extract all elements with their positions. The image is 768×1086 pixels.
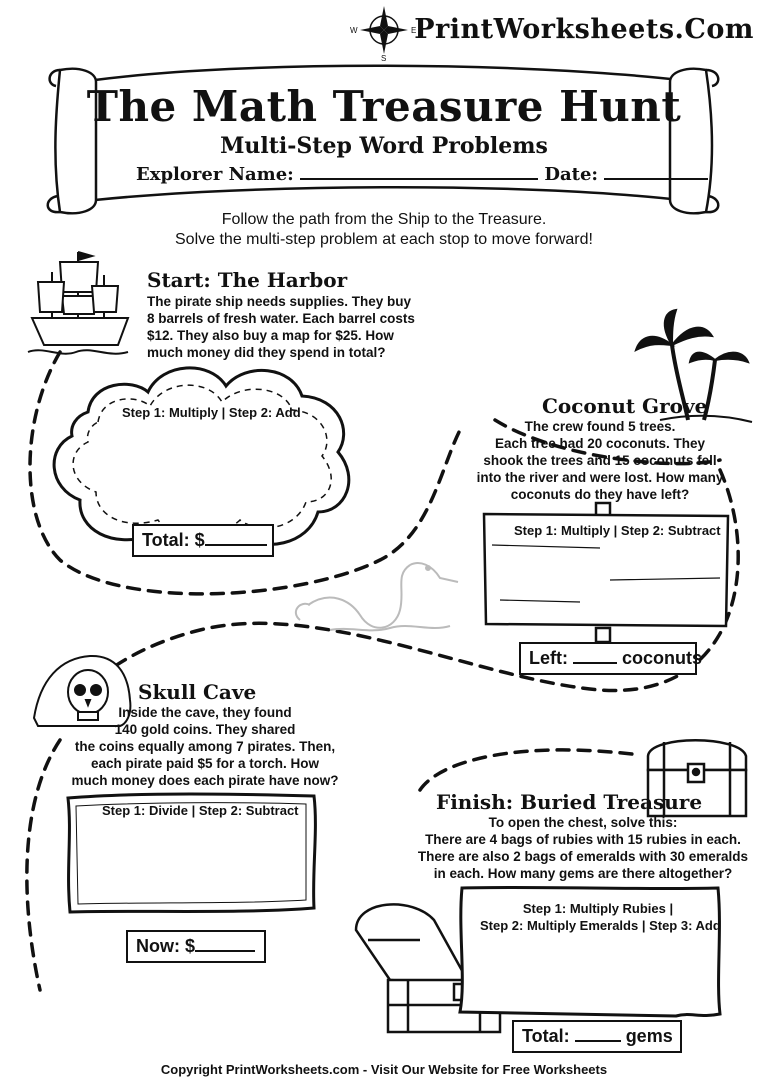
site-logo: PrintWorksheets.Com	[414, 14, 754, 45]
coconut-problem-line: into the river and were lost. How many	[476, 470, 724, 485]
harbor-problem-line: $12. They also buy a map for $25. How	[147, 328, 394, 343]
date-label: Date:	[544, 164, 599, 185]
finish-problem-line: There are 4 bags of rubies with 15 rubie…	[425, 832, 741, 847]
closed-chest-icon	[646, 739, 748, 818]
skull-problem-line: much money does each pirate have now?	[71, 773, 339, 788]
date-field[interactable]	[604, 164, 709, 180]
finish-problem: To open the chest, solve this: There are…	[410, 814, 756, 882]
explorer-name-label: Explorer Name:	[136, 164, 294, 185]
compass-e-label: E	[411, 26, 417, 35]
finish-answer-unit: gems	[625, 1026, 673, 1046]
page-title: The Math Treasure Hunt	[86, 82, 682, 131]
explorer-row: Explorer Name: Date:	[136, 164, 709, 185]
harbor-answer-label: Total: $	[142, 530, 205, 550]
instructions-line-2: Solve the multi-step problem at each sto…	[175, 231, 593, 248]
finish-steps-line-1: Step 1: Multiply Rubies |	[522, 901, 674, 916]
instructions: Follow the path from the Ship to the Tre…	[0, 210, 768, 250]
coconut-problem-line: shook the trees and 15 coconuts fell	[483, 453, 717, 468]
finish-problem-line: in each. How many gems are there altoget…	[433, 866, 733, 881]
scroll-banner	[46, 64, 720, 215]
skull-problem-line: Inside the cave, they found	[118, 705, 292, 720]
skull-problem: Inside the cave, they found 140 gold coi…	[60, 704, 350, 789]
finish-title: Finish: Buried Treasure	[436, 790, 703, 814]
dashed-path	[25, 350, 740, 992]
footer-copyright: Copyright PrintWorksheets.com - Visit Ou…	[160, 1062, 608, 1077]
treasure-parchment	[458, 885, 722, 1018]
harbor-answer-box[interactable]: Total: $	[132, 524, 274, 557]
skull-problem-line: the coins equally among 7 pirates. Then,	[74, 739, 336, 754]
skull-rock-icon	[32, 654, 132, 727]
pirate-ship-icon	[27, 251, 130, 355]
finish-problem-line: To open the chest, solve this:	[488, 815, 678, 830]
coconut-problem: The crew found 5 trees. Each tree had 20…	[470, 418, 730, 503]
coconut-steps: Step 1: Multiply | Step 2: Subtract	[514, 523, 721, 538]
skull-answer-box[interactable]: Now: $	[126, 930, 266, 963]
coconut-problem-line: The crew found 5 trees.	[524, 419, 676, 434]
compass-w-label: W	[350, 26, 358, 35]
skull-title: Skull Cave	[138, 680, 257, 704]
skull-problem-line: each pirate paid $5 for a torch. How	[90, 756, 320, 771]
skull-problem-line: 140 gold coins. They shared	[114, 722, 296, 737]
skull-answer-label: Now: $	[136, 936, 196, 956]
coconut-answer-box[interactable]: Left: coconuts	[519, 642, 702, 675]
compass-s-label: S	[381, 54, 387, 63]
page-subtitle: Multi-Step Word Problems	[220, 133, 548, 159]
instructions-line-1: Follow the path from the Ship to the Tre…	[221, 211, 547, 228]
coconut-title: Coconut Grove	[542, 394, 708, 418]
finish-answer-label: Total:	[522, 1026, 570, 1046]
palm-trees-icon	[634, 308, 753, 423]
skull-steps: Step 1: Divide | Step 2: Subtract	[102, 803, 299, 818]
harbor-steps: Step 1: Multiply | Step 2: Add	[122, 405, 301, 420]
harbor-problem-line: The pirate ship needs supplies. They buy	[147, 294, 412, 309]
harbor-problem: The pirate ship needs supplies. They buy…	[147, 293, 415, 361]
finish-answer-box[interactable]: Total: gems	[512, 1020, 682, 1053]
cloud-workspace	[52, 366, 351, 555]
coconut-problem-line: Each tree had 20 coconuts. They	[494, 436, 706, 451]
finish-problem-line: There are also 2 bags of emeralds with 3…	[417, 849, 749, 864]
harbor-problem-line: 8 barrels of fresh water. Each barrel co…	[147, 311, 415, 326]
sea-serpent-icon	[294, 562, 459, 632]
coconut-problem-line: coconuts do they have left?	[510, 487, 690, 502]
parchment-workspace	[66, 792, 317, 914]
compass-icon	[360, 6, 408, 54]
harbor-problem-line: much money did they spend in total?	[147, 345, 386, 360]
coconut-answer-unit: coconuts	[622, 648, 703, 668]
finish-steps: Step 1: Multiply Rubies | Step 2: Multip…	[480, 900, 721, 934]
coconut-answer-label: Left:	[529, 648, 568, 668]
harbor-title: Start: The Harbor	[147, 268, 348, 292]
explorer-name-field[interactable]	[300, 164, 539, 180]
finish-steps-line-2: Step 2: Multiply Emeralds | Step 3: Add	[480, 918, 721, 933]
